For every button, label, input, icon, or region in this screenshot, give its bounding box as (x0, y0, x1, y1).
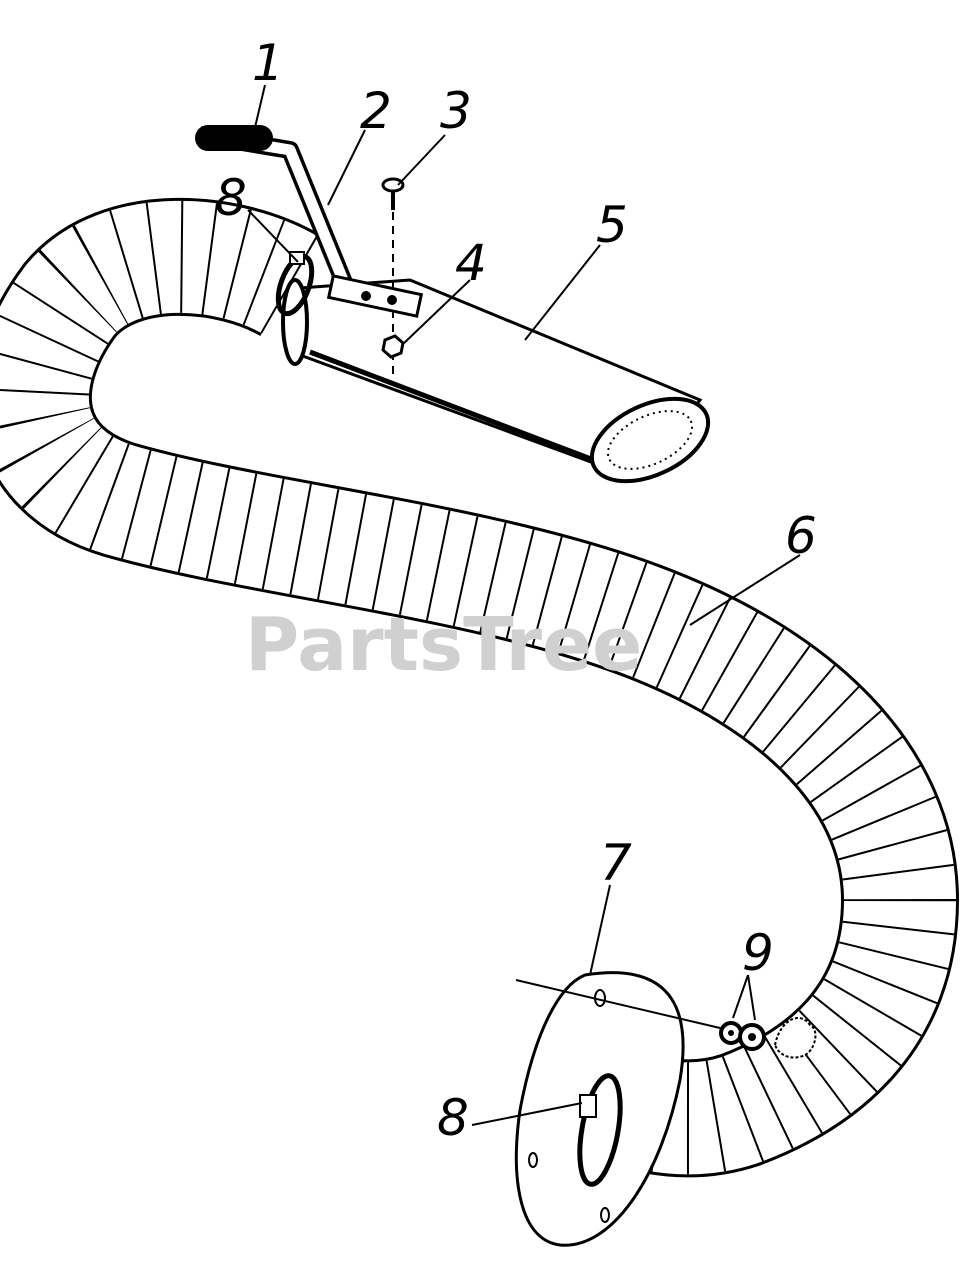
callout-7: 7 (600, 834, 632, 892)
hose-clamp-top (275, 251, 315, 317)
wing-nut (773, 1016, 817, 1059)
nut (381, 334, 405, 359)
callout-2: 2 (360, 82, 392, 140)
callout-5: 5 (596, 196, 628, 254)
washers (719, 1021, 766, 1051)
callout-4: 4 (455, 234, 487, 292)
leader-lines (247, 84, 801, 1126)
handle-grip (195, 125, 273, 151)
hose (0, 197, 960, 1178)
nozzle (281, 278, 711, 484)
callout-1: 1 (252, 34, 284, 92)
callout-8-top: 8 (215, 169, 247, 227)
hose-clamp-bottom (577, 1073, 623, 1187)
screw (381, 177, 405, 375)
watermark: PartsTree (245, 602, 642, 688)
handle-bracket (326, 274, 424, 318)
callout-9: 9 (742, 924, 774, 982)
callout-8-bottom: 8 (437, 1089, 469, 1147)
callout-3: 3 (440, 82, 472, 140)
callout-6: 6 (785, 507, 817, 565)
